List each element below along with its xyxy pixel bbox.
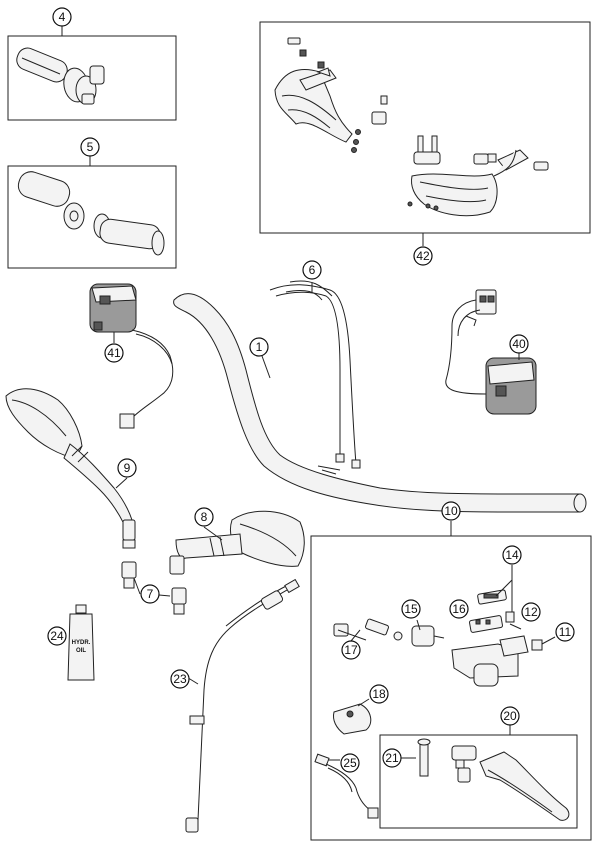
callout-number: 10 [444, 504, 458, 518]
callout-1: 1 [249, 337, 269, 357]
callout-number: 20 [503, 709, 517, 723]
left-switch-41 [89, 283, 174, 429]
lever-set-20 [417, 738, 570, 821]
callout-17: 17 [341, 640, 361, 660]
callout-number: 5 [87, 140, 94, 154]
hose-25 [314, 753, 379, 819]
callout-number: 23 [173, 672, 187, 686]
callout-25: 25 [340, 753, 360, 773]
callout-42: 42 [413, 246, 433, 266]
callout-10: 10 [441, 501, 461, 521]
group-box-4 [7, 26, 177, 121]
callout-5: 5 [80, 137, 100, 157]
oil-bottle-label-line-1: HYDR. [72, 640, 91, 646]
callout-7: 7 [140, 584, 160, 604]
callout-number: 12 [524, 605, 538, 619]
callout-number: 16 [452, 602, 466, 616]
callout-number: 15 [404, 602, 418, 616]
right-switch-40 [445, 289, 537, 415]
callout-18: 18 [369, 684, 389, 704]
grip-set-5 [17, 171, 165, 256]
callout-6: 6 [302, 260, 322, 280]
callout-number: 9 [124, 461, 131, 475]
callout-4: 4 [52, 7, 72, 27]
callout-9: 9 [117, 458, 137, 478]
throttle-grip-4 [16, 47, 105, 105]
mirror-right-8 [169, 510, 305, 575]
callout-number: 14 [505, 548, 519, 562]
hand-guards-42 [274, 37, 549, 217]
callout-24: 24 [47, 626, 67, 646]
callout-number: 6 [309, 263, 316, 277]
group-box-10 [310, 521, 592, 841]
throttle-cables-6 [269, 280, 361, 469]
callout-41: 41 [104, 343, 124, 363]
callout-number: 1 [256, 340, 263, 354]
handlebar-1 [173, 293, 587, 513]
callout-number: 11 [559, 625, 572, 639]
master-cylinder-parts-10 [333, 589, 543, 687]
callout-number: 7 [147, 587, 154, 601]
clutch-line-23 [185, 578, 300, 833]
callout-number: 17 [344, 643, 358, 657]
hydraulic-oil-bottle-24: HYDR. OIL [67, 604, 95, 681]
mirror-left-9 [5, 388, 136, 549]
callout-number: 4 [59, 10, 66, 24]
callout-21: 21 [382, 748, 402, 768]
callout-16: 16 [449, 599, 469, 619]
callout-number: 25 [343, 756, 357, 770]
callout-8: 8 [194, 507, 214, 527]
callout-12: 12 [521, 602, 541, 622]
mirror-adapters-7 [121, 561, 187, 615]
group-box-20 [379, 725, 578, 829]
callout-20: 20 [500, 706, 520, 726]
callout-11: 11 [555, 622, 575, 642]
callout-14: 14 [502, 545, 522, 565]
callout-number: 8 [201, 510, 208, 524]
callout-40: 40 [509, 334, 529, 354]
clamp-18 [333, 703, 372, 735]
group-box-5 [7, 156, 177, 269]
callout-number: 42 [416, 249, 430, 263]
callout-number: 24 [50, 629, 64, 643]
callout-number: 41 [107, 346, 121, 360]
oil-bottle-label-line-2: OIL [76, 648, 86, 654]
callout-23: 23 [170, 669, 190, 689]
callout-number: 40 [512, 337, 526, 351]
callout-15: 15 [401, 599, 421, 619]
callout-number: 18 [372, 687, 386, 701]
callout-number: 21 [385, 751, 399, 765]
group-box-42 [259, 21, 591, 246]
